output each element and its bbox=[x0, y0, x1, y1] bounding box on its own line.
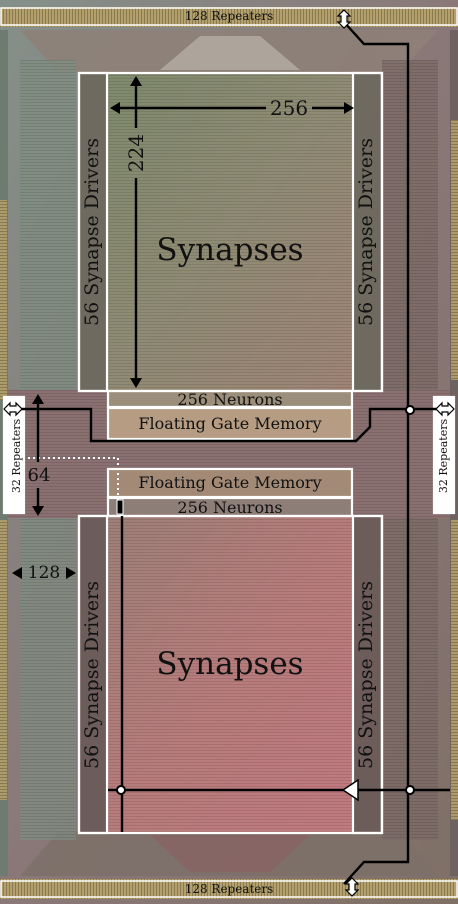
outline-repeaters-left bbox=[2, 395, 26, 515]
drivers-top-left-label: 56 Synapse Drivers bbox=[81, 138, 103, 326]
left-pads bbox=[0, 200, 7, 400]
outline-fg-top bbox=[106, 406, 354, 441]
neuron-strip-top bbox=[108, 391, 352, 407]
fg-memory-bottom-label: Floating Gate Memory bbox=[138, 473, 322, 492]
junction-mid bbox=[405, 405, 415, 415]
port-arrow-top bbox=[336, 9, 352, 29]
dim-64-head-top bbox=[32, 394, 44, 404]
neuron-strip-bottom bbox=[108, 499, 352, 516]
dim-224-label: 224 bbox=[124, 133, 148, 173]
synapse-array-bottom-lines bbox=[94, 516, 356, 833]
fg-memory-strip-bottom bbox=[108, 469, 352, 497]
junction-bottom-left bbox=[116, 785, 126, 795]
right-pads-2 bbox=[451, 520, 458, 820]
dim-64-label: 64 bbox=[27, 465, 51, 486]
repeaters-right-box bbox=[435, 398, 453, 512]
driver-col-top-left bbox=[80, 73, 108, 391]
dim-256-head-left bbox=[110, 102, 120, 114]
outline-top-driver-left bbox=[77, 71, 109, 393]
neurons-bottom-label: 256 Neurons bbox=[177, 498, 283, 517]
junction-bottom-right bbox=[405, 785, 415, 795]
fg-memory-strip-top bbox=[108, 409, 352, 439]
synapse-array-top-lines bbox=[94, 73, 356, 391]
drivers-bottom-left-label: 56 Synapse Drivers bbox=[81, 581, 103, 769]
wire-top-route bbox=[343, 21, 410, 885]
top-repeater-outline bbox=[0, 7, 458, 26]
dim-224-head-top bbox=[130, 76, 142, 86]
driver-col-top-right bbox=[352, 73, 380, 391]
port-arrow-left bbox=[3, 401, 23, 417]
drivers-top-right-label: 56 Synapse Drivers bbox=[355, 138, 377, 326]
route-marker bbox=[116, 499, 124, 515]
driver-triangle bbox=[341, 778, 359, 802]
outline-bottom-driver-right bbox=[351, 514, 384, 835]
dim-224-head-bottom bbox=[130, 378, 142, 388]
repeaters-left-label: 32 Repeaters bbox=[10, 418, 23, 494]
right-pads bbox=[451, 120, 458, 380]
left-pads-2 bbox=[0, 520, 7, 800]
repeaters-bottom-label: 128 Repeaters bbox=[184, 882, 274, 896]
repeaters-left-box bbox=[5, 398, 23, 512]
bottom-bevel-inner bbox=[150, 835, 310, 872]
dim-256-head-right bbox=[344, 102, 354, 114]
top-bevel-inner bbox=[160, 36, 300, 70]
dim-256-label: 256 bbox=[269, 96, 309, 120]
drivers-bottom-right-label: 56 Synapse Drivers bbox=[355, 581, 377, 769]
neurons-top-label: 256 Neurons bbox=[177, 390, 283, 409]
repeaters-right-label: 32 Repeaters bbox=[437, 418, 450, 494]
port-arrow-bottom bbox=[344, 877, 360, 897]
dim-128-head-left bbox=[12, 567, 22, 579]
wire-mid-left bbox=[8, 407, 450, 443]
outline-top-driver-right bbox=[351, 71, 384, 393]
outline-repeaters-right bbox=[432, 395, 456, 515]
dim-64-head-bottom bbox=[32, 506, 44, 516]
outline-bottom-driver-left bbox=[77, 514, 109, 835]
synapses-bottom-label: Synapses bbox=[156, 646, 304, 682]
dim-128-label: 128 bbox=[27, 563, 61, 583]
port-arrow-right bbox=[435, 401, 455, 417]
bottom-repeater-outline bbox=[0, 880, 458, 898]
driver-col-bottom-left bbox=[80, 516, 108, 833]
dim-128-head-right bbox=[66, 567, 76, 579]
dotted-route bbox=[8, 457, 119, 500]
synapses-top-label: Synapses bbox=[156, 232, 304, 268]
fg-memory-top-label: Floating Gate Memory bbox=[138, 414, 322, 433]
bottom-repeater-band bbox=[0, 879, 458, 899]
repeaters-top-label: 128 Repeaters bbox=[184, 9, 274, 23]
